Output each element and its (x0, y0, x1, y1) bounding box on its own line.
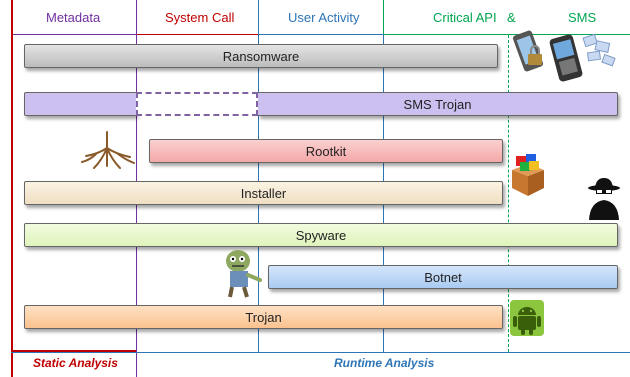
column-line-sms-dashed (508, 35, 509, 352)
column-title-metadata: Metadata (46, 10, 101, 25)
bar-label-ransomware: Ransomware (222, 48, 300, 64)
bar-label-rootkit: Rootkit (305, 143, 347, 159)
spy-icon (588, 178, 620, 220)
column-line-left (11, 0, 13, 377)
header-underline-system-call (136, 34, 258, 35)
bar-spyware: Spyware (24, 223, 618, 247)
bar-ransomware: Ransomware (24, 44, 498, 68)
header-underline-critical-api (383, 34, 630, 35)
footer-divider (11, 352, 630, 353)
footer-divider-static (11, 350, 136, 352)
column-title-system-call: System Call (165, 10, 235, 25)
bar-botnet: Botnet (268, 265, 618, 289)
sms-phone-icon (549, 33, 616, 82)
bar-label-spyware: Spyware (295, 227, 347, 243)
bar-installer: Installer (24, 181, 503, 205)
bar-label-sms-trojan: SMS Trojan (403, 96, 472, 112)
bar-label-trojan: Trojan (245, 309, 282, 325)
column-title-sms: SMS (568, 10, 597, 25)
bar-label-botnet: Botnet (424, 269, 462, 285)
bar-trojan: Trojan (24, 305, 503, 329)
column-title-user-activity: User Activity (288, 10, 360, 25)
column-title-ampersand: & (507, 10, 516, 25)
locked-phone-icon (512, 30, 544, 72)
zombie-icon (226, 250, 262, 298)
bar-rootkit: Rootkit (149, 139, 503, 163)
bar-label-installer: Installer (240, 185, 287, 201)
footer-runtime-analysis: Runtime Analysis (334, 356, 435, 370)
android-icon (510, 300, 544, 336)
column-line-system-call (258, 0, 259, 352)
bar-sms-trojan-left-segment (24, 92, 136, 116)
bar-sms-trojan: SMS Trojan (258, 92, 618, 116)
tree-root-icon (81, 131, 135, 169)
column-title-critical-api: Critical API (433, 10, 497, 25)
column-line-critical-api-top (383, 0, 384, 34)
package-box-icon (512, 154, 544, 196)
footer-static-analysis: Static Analysis (33, 356, 118, 370)
header-underline-metadata (11, 34, 136, 35)
bar-sms-trojan-gap (136, 92, 258, 116)
column-line-user-activity (383, 0, 384, 352)
header-underline-user-activity (258, 34, 383, 35)
